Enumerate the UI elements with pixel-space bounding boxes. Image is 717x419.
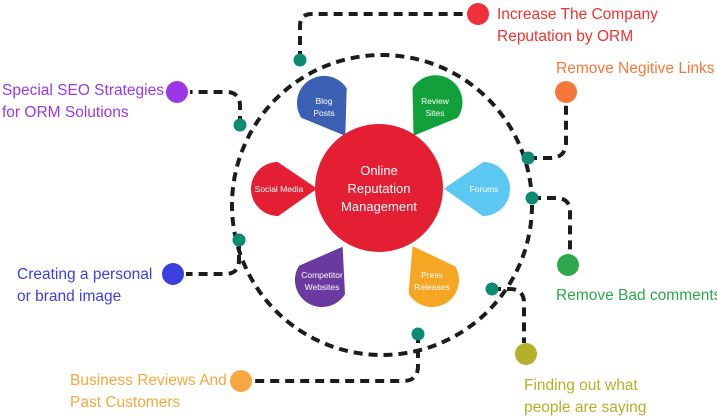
dot-finding-out[interactable] <box>515 343 537 365</box>
dot-special-seo[interactable] <box>166 81 188 103</box>
center-title-line-2: Reputation <box>348 181 411 196</box>
center-title-line-3: Management <box>341 199 417 214</box>
label-finding-out-line-1: Finding out what <box>524 377 638 394</box>
ring-node-brand-image <box>232 233 246 247</box>
connector-remove-negative-links <box>528 92 568 160</box>
label-brand-image: Creating a personal or brand image <box>17 264 152 308</box>
label-remove-negative-links: Remove Negitive Links <box>556 58 715 80</box>
ring-nodes <box>232 53 539 341</box>
petal-press-releases-label-2: Releases <box>414 282 449 292</box>
petal-social-media-label: Social Media <box>255 184 304 194</box>
petal-competitor-websites-label-1: Competitor <box>301 270 343 280</box>
label-increase-reputation-line-2: Reputation by ORM <box>497 28 634 45</box>
ring-node-remove-bad-comments <box>525 191 539 205</box>
petal-press-releases-label-1: Press <box>421 270 443 280</box>
center-title-line-1: Online <box>360 163 398 178</box>
petal-blog-posts-label-2: Posts <box>313 108 334 118</box>
outer-dashed-ring <box>230 53 534 357</box>
label-remove-bad-comments-line-1: Remove Bad comments <box>556 287 717 304</box>
ring-node-business-reviews <box>411 327 425 341</box>
connector-finding-out <box>492 287 526 343</box>
petal-labels: Blog Posts Review Sites Forums Press Rel… <box>255 96 499 292</box>
petal-blog-posts-label-1: Blog <box>315 96 332 106</box>
petal-forums-label: Forums <box>470 184 499 194</box>
petal-blog-posts[interactable] <box>296 75 347 136</box>
label-increase-reputation-line-1: Increase The Company <box>497 6 658 23</box>
petals <box>250 75 511 308</box>
label-special-seo-line-1: Special SEO Strategies <box>2 82 164 99</box>
petal-social-media[interactable] <box>250 162 318 217</box>
petal-press-releases[interactable] <box>408 246 460 308</box>
petal-review-sites-label-1: Review <box>421 96 450 106</box>
label-increase-reputation: Increase The Company Reputation by ORM <box>497 4 658 48</box>
dot-increase-reputation[interactable] <box>467 3 489 25</box>
dot-remove-bad-comments[interactable] <box>557 254 579 276</box>
label-finding-out: Finding out what people are saying <box>524 375 646 419</box>
connectors <box>186 12 572 383</box>
label-brand-image-line-1: Creating a personal <box>17 266 153 283</box>
label-business-reviews: Business Reviews And Past Customers <box>70 370 227 414</box>
connector-special-seo <box>190 90 242 125</box>
connector-remove-bad-comments <box>532 196 572 254</box>
petal-forums[interactable] <box>443 162 511 217</box>
label-brand-image-line-2: or brand image <box>17 288 122 305</box>
ring-node-special-seo <box>233 118 247 132</box>
label-special-seo: Special SEO Strategies for ORM Solutions <box>2 80 164 124</box>
connector-increase-reputation <box>298 12 470 60</box>
dot-business-reviews[interactable] <box>230 370 252 392</box>
label-business-reviews-line-1: Business Reviews And <box>70 372 227 389</box>
center-circle[interactable] <box>315 124 443 252</box>
label-finding-out-line-2: people are saying <box>524 399 647 416</box>
dot-brand-image[interactable] <box>162 263 184 285</box>
petal-review-sites-label-2: Sites <box>426 108 445 118</box>
petal-competitor-websites-label-2: Websites <box>305 282 340 292</box>
petal-competitor-websites[interactable] <box>294 246 345 308</box>
connector-brand-image <box>186 240 241 276</box>
label-remove-bad-comments: Remove Bad comments <box>556 285 717 307</box>
label-special-seo-line-2: for ORM Solutions <box>2 104 129 121</box>
ring-node-increase-reputation <box>293 53 307 67</box>
ring-node-finding-out <box>485 282 499 296</box>
ring-node-remove-negative-links <box>521 151 535 165</box>
petal-review-sites[interactable] <box>412 75 463 136</box>
dot-remove-negative-links[interactable] <box>555 81 577 103</box>
label-business-reviews-line-2: Past Customers <box>70 394 181 411</box>
label-remove-negative-links-line-1: Remove Negitive Links <box>556 60 715 77</box>
center-title: Online Reputation Management <box>341 163 417 214</box>
end-dots <box>162 3 579 392</box>
connector-business-reviews <box>255 334 420 383</box>
